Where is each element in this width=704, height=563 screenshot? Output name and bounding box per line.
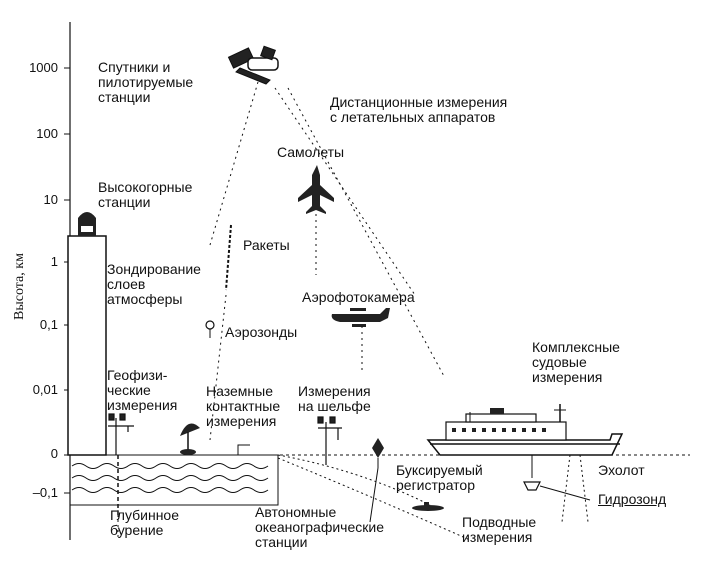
label-radiosondes: Аэрозонды bbox=[225, 324, 298, 340]
ground-probe bbox=[237, 444, 250, 455]
label-echo: Эхолот bbox=[598, 462, 645, 478]
label-geophys: Геофизи- ческие измерения bbox=[107, 367, 178, 413]
tick-1: 1 bbox=[50, 254, 58, 269]
tick-minus-0-1: –0,1 bbox=[32, 485, 58, 500]
label-highland: Высокогорные станции bbox=[98, 179, 193, 210]
submarine bbox=[412, 502, 444, 511]
towed-line bbox=[277, 454, 431, 506]
radiosonde-balloon bbox=[205, 320, 215, 338]
label-remote: Дистанционные измерения с летательных ап… bbox=[330, 94, 508, 125]
label-shelf: Измерения на шельфе bbox=[298, 383, 371, 414]
autonomous-pointer bbox=[369, 467, 379, 523]
echo-pointer-2 bbox=[579, 454, 589, 523]
underwater-line bbox=[277, 457, 471, 541]
water-body bbox=[69, 454, 279, 506]
tick-10: 10 bbox=[43, 192, 58, 207]
highland-station-tower bbox=[67, 212, 107, 456]
label-hydrosonde: Гидрозонд bbox=[598, 491, 667, 507]
label-aerocamera: Аэрофотокамера bbox=[302, 289, 415, 305]
label-rockets: Ракеты bbox=[243, 237, 290, 253]
satellite-dish bbox=[180, 423, 200, 455]
tick-1000: 1000 bbox=[29, 60, 58, 75]
research-ship bbox=[426, 404, 624, 456]
label-airplanes: Самолеты bbox=[277, 144, 345, 160]
hydrosonde-body bbox=[523, 481, 541, 491]
tick-0-01: 0,01 bbox=[32, 382, 58, 397]
echo-pointer bbox=[561, 454, 571, 523]
tick-0-1: 0,1 bbox=[39, 317, 58, 332]
rocket-path bbox=[209, 294, 227, 441]
label-sounding: Зондирование слоев атмосферы bbox=[107, 261, 201, 307]
shelf-mast bbox=[317, 416, 342, 465]
label-drilling: Глубинное бурение bbox=[110, 507, 179, 538]
tick-100: 100 bbox=[36, 126, 58, 141]
hydrosonde-pointer bbox=[539, 485, 591, 501]
axis-title: Высота, км bbox=[12, 253, 27, 320]
label-ship-complex: Комплексные судовые измерения bbox=[532, 339, 620, 385]
axis-tick-marks bbox=[64, 67, 70, 494]
jet-graphic bbox=[298, 165, 334, 214]
satellite-graphic bbox=[227, 45, 279, 85]
tick-0: 0 bbox=[50, 446, 58, 461]
buoy bbox=[372, 438, 384, 468]
airplane-graphic bbox=[331, 308, 390, 327]
label-towed: Буксируемый регистратор bbox=[396, 462, 483, 493]
geophys-mast bbox=[108, 413, 134, 455]
label-autonomous: Автономные океанографические станции bbox=[255, 504, 384, 550]
label-ground-contact: Наземные контактные измерения bbox=[206, 383, 281, 429]
remote-line-left bbox=[209, 81, 259, 246]
rocket-trail bbox=[225, 224, 232, 291]
label-underwater: Подводные измерения bbox=[462, 514, 537, 545]
label-satellites: Спутники и пилотируемые станции bbox=[98, 59, 194, 105]
remote-line-right bbox=[287, 87, 446, 379]
